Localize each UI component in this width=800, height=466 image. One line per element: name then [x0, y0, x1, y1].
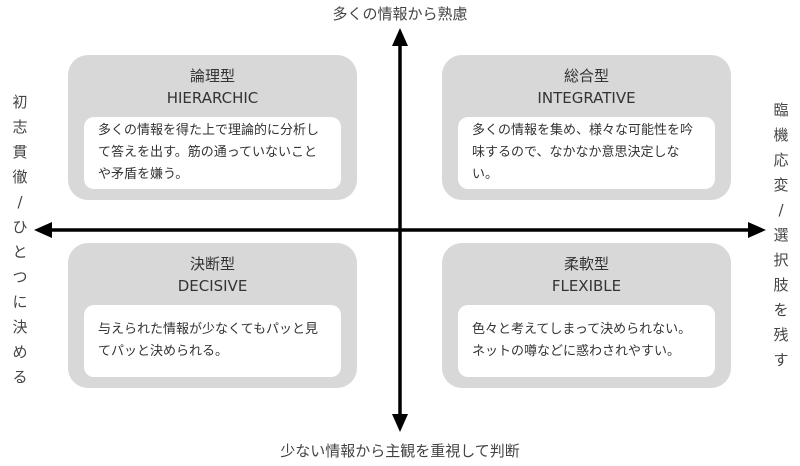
- quadrant-description-text: 与えられた情報が少なくてもパッと見てパッと決められる。: [98, 322, 318, 359]
- vertical-label-char: /: [17, 193, 23, 211]
- vertical-label-char: 残: [773, 326, 789, 344]
- quadrant-description: 与えられた情報が少なくてもパッと見てパッと決められる。: [84, 305, 341, 377]
- quadrant-title: 論理型: [189, 67, 235, 85]
- vertical-label-char: 決: [12, 318, 28, 336]
- axis-label-bottom: 少ない情報から主観を重視して判断: [280, 442, 520, 460]
- vertical-label-char: す: [773, 351, 789, 369]
- vertical-label-char: 変: [773, 176, 789, 194]
- quadrant-decisive: 決断型 DECISIVE 与えられた情報が少なくてもパッと見てパッと決められる。: [68, 243, 357, 388]
- axis-label-left: 初志貫徹 / ひとつに決める: [10, 90, 30, 390]
- quadrant-subtitle: FLEXIBLE: [551, 277, 622, 295]
- vertical-label-char: 応: [773, 151, 789, 169]
- vertical-label-char: つ: [12, 268, 28, 286]
- vertical-label-char: 択: [773, 251, 789, 269]
- quadrant-title: 総合型: [563, 67, 609, 85]
- quadrant-description: 多くの情報を得た上で理論的に分析して答えを出す。筋の通っていないことや矛盾を嫌う…: [84, 117, 341, 189]
- vertical-label-char: ひ: [12, 218, 28, 236]
- quadrant-description: 色々と考えてしまって決められない。ネットの噂などに惑わされやすい。: [458, 305, 715, 377]
- quadrant-flexible: 柔軟型 FLEXIBLE 色々と考えてしまって決められない。ネットの噂などに惑わ…: [442, 243, 731, 388]
- quadrant-subtitle: INTEGRATIVE: [537, 89, 636, 107]
- arrow-right-icon: [748, 222, 766, 238]
- vertical-label-char: 臨: [773, 101, 789, 119]
- axis-label-top: 多くの情報から熟慮: [332, 5, 468, 23]
- vertical-label-char: 選: [773, 226, 789, 244]
- arrow-up-icon: [392, 28, 408, 46]
- vertical-label-char: 志: [12, 118, 28, 136]
- quadrant-description-text: 多くの情報を得た上で理論的に分析して答えを出す。筋の通っていないことや矛盾を嫌う…: [98, 123, 320, 182]
- vertical-label-char: る: [12, 368, 28, 386]
- quadrant-subtitle: HIERARCHIC: [166, 89, 259, 107]
- axis-label-right: 臨機応変 / 選択肢を残す: [771, 98, 791, 373]
- quadrant-description-text: 多くの情報を集め、様々な可能性を吟味するので、なかなか意思決定しない。: [472, 123, 694, 182]
- quadrant-title: 決断型: [189, 255, 235, 273]
- quadrant-title: 柔軟型: [563, 255, 609, 273]
- vertical-label-char: に: [12, 293, 28, 311]
- vertical-label-char: 初: [12, 93, 28, 111]
- arrow-left-icon: [34, 222, 52, 238]
- vertical-label-char: 機: [773, 126, 789, 144]
- quadrant-subtitle: DECISIVE: [177, 277, 248, 295]
- quadrant-hierarchic: 論理型 HIERARCHIC 多くの情報を得た上で理論的に分析して答えを出す。筋…: [68, 55, 357, 200]
- vertical-label-char: 徹: [12, 168, 28, 186]
- arrow-down-icon: [392, 414, 408, 432]
- vertical-label-char: 貫: [12, 143, 28, 161]
- vertical-label-char: め: [12, 343, 28, 361]
- quadrant-description-text: 色々と考えてしまって決められない。ネットの噂などに惑わされやすい。: [472, 322, 692, 359]
- vertical-label-char: と: [12, 243, 28, 261]
- quadrant-description: 多くの情報を集め、様々な可能性を吟味するので、なかなか意思決定しない。: [458, 117, 715, 189]
- quadrant-integrative: 総合型 INTEGRATIVE 多くの情報を集め、様々な可能性を吟味するので、な…: [442, 55, 731, 200]
- vertical-label-char: を: [773, 301, 789, 319]
- vertical-label-char: 肢: [773, 276, 789, 294]
- vertical-label-char: /: [778, 201, 784, 219]
